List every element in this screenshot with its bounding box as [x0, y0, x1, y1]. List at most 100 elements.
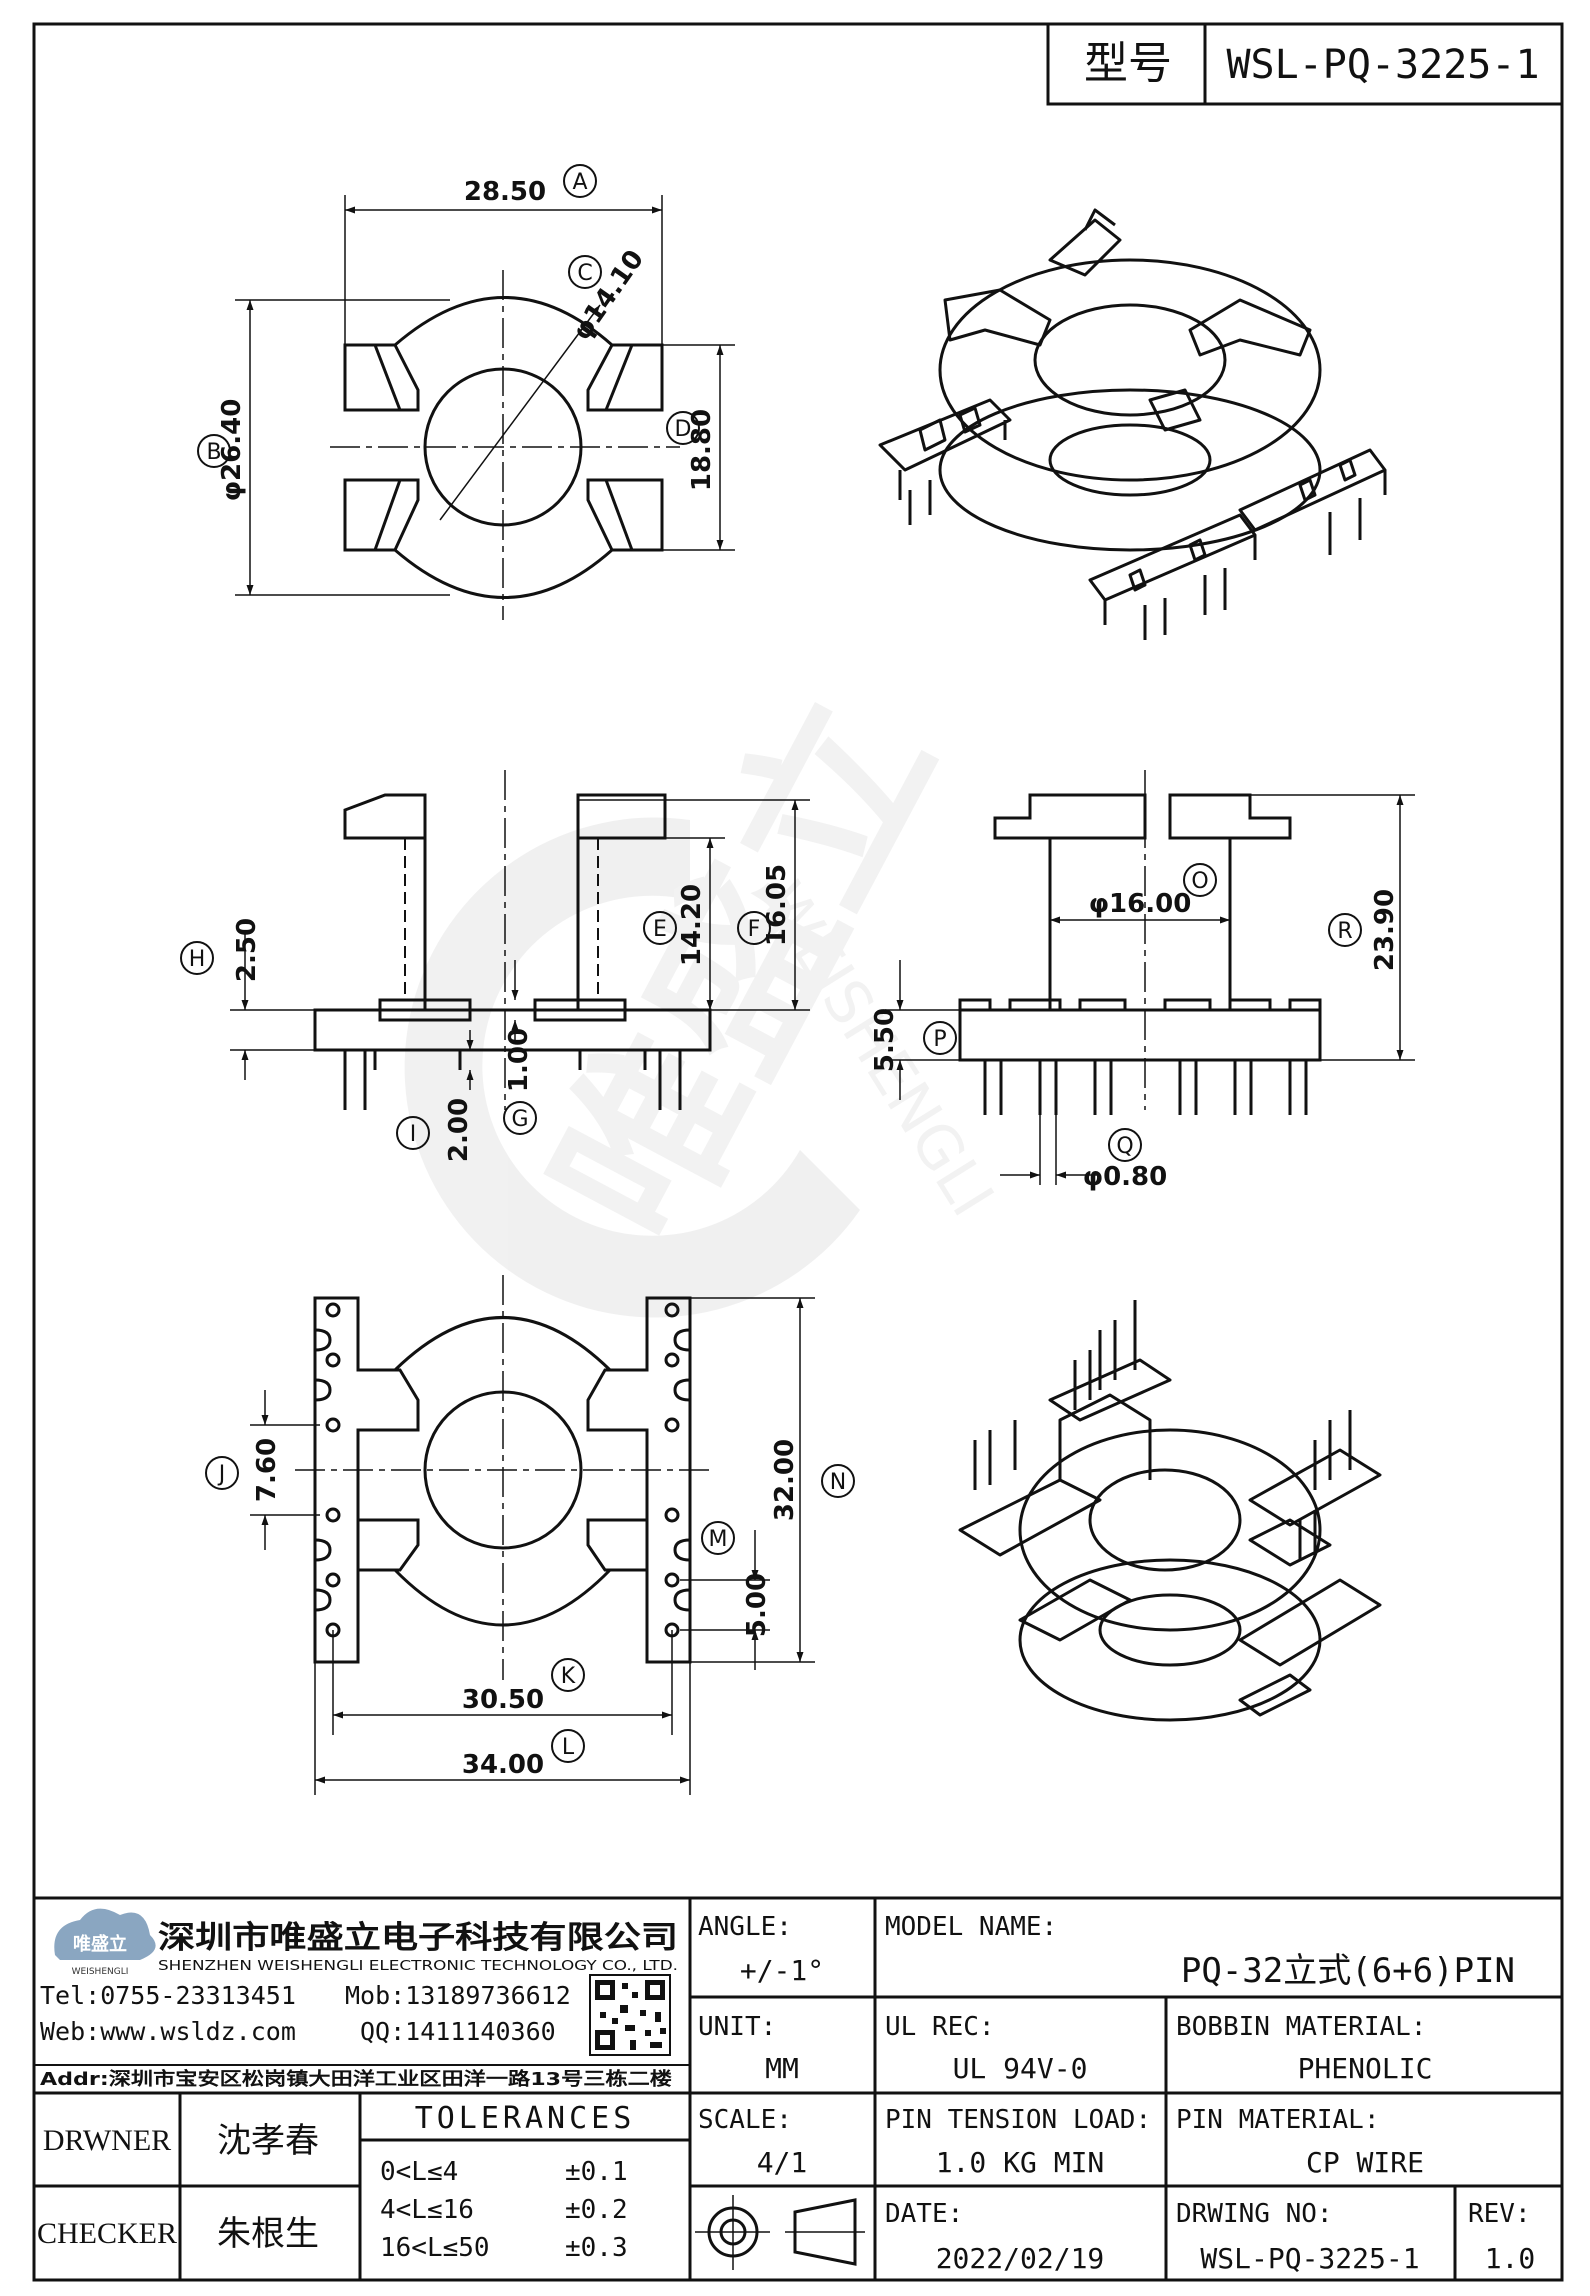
dim-b-value: φ26.40 — [217, 399, 247, 502]
model-value: PQ-32立式(6+6)PIN — [1181, 1951, 1515, 1991]
drawer-label: DRWNER — [43, 2124, 171, 2157]
company-tel: Tel:0755-23313451 — [40, 1981, 296, 2010]
company-name-en: SHENZHEN WEISHENGLI ELECTRONIC TECHNOLOG… — [158, 1959, 678, 1974]
date-value: 2022/02/19 — [936, 2242, 1105, 2275]
tension-value: 1.0 KG MIN — [936, 2146, 1105, 2179]
dim-d-value: 18.80 — [687, 409, 717, 491]
tol-value-3: ±0.3 — [565, 2233, 628, 2263]
svg-text:M: M — [709, 1527, 728, 1552]
tolerances-title: TOLERANCES — [415, 2101, 636, 2136]
ref-o: O — [1183, 863, 1217, 897]
svg-text:J: J — [217, 1462, 226, 1487]
dim-m-value: 5.00 — [742, 1573, 772, 1637]
scale-value: 4/1 — [757, 2146, 808, 2179]
svg-text:K: K — [561, 1664, 576, 1689]
part-number: WSL-PQ-3225-1 — [1226, 42, 1539, 88]
title-block-grid — [34, 1896, 1562, 2280]
dim-k-value: 30.50 — [462, 1685, 544, 1715]
svg-text:I: I — [410, 1122, 417, 1147]
logo-text: 唯盛立 — [73, 1933, 127, 1955]
ref-c: C — [568, 255, 602, 289]
company-logo: 唯盛立 WEISHENGLI — [54, 1908, 156, 1977]
side-view-right — [958, 770, 1322, 1115]
angle-value: +/-1° — [740, 1954, 824, 1987]
ref-e: E — [643, 911, 677, 945]
svg-text:H: H — [189, 947, 206, 972]
dim-f-value: 16.05 — [762, 864, 792, 946]
ref-b: B — [197, 434, 231, 468]
ref-j: J — [205, 1456, 239, 1490]
bottom-plan-dimensions — [250, 1297, 815, 1795]
title-block-text: ANGLE: +/-1° MODEL NAME: PQ-32立式(6+6)PIN… — [37, 1912, 1535, 2275]
svg-text:N: N — [830, 1470, 846, 1495]
svg-text:Q: Q — [1116, 1134, 1133, 1159]
reference-letters: A B C D E F G H I J K L M N O P Q R — [180, 164, 1362, 1763]
dimension-values: 28.50 φ26.40 φ14.10 18.80 14.20 16.05 1.… — [217, 177, 1400, 1780]
projection-symbol-icon — [695, 2195, 865, 2270]
ref-n: N — [821, 1464, 855, 1498]
iso-view-bottom — [958, 1300, 1382, 1722]
dim-h-value: 2.50 — [232, 918, 262, 982]
tol-range-2: 4<L≤16 — [380, 2195, 474, 2225]
header-text: 型号 WSL-PQ-3225-1 — [1084, 38, 1540, 89]
dim-p-value: 5.50 — [870, 1008, 900, 1072]
type-label: 型号 — [1084, 38, 1172, 89]
ref-h: H — [180, 941, 214, 975]
dim-r-value: 23.90 — [1370, 889, 1400, 971]
side-left-dimensions — [230, 799, 810, 1090]
bobbin-value: PHENOLIC — [1298, 2052, 1433, 2085]
ref-d: D — [666, 411, 700, 445]
rev-value: 1.0 — [1485, 2242, 1536, 2275]
dim-i-value: 2.00 — [444, 1098, 474, 1162]
dim-q-value: φ0.80 — [1083, 1162, 1168, 1192]
svg-text:L: L — [562, 1735, 575, 1760]
dim-c-value: φ14.10 — [567, 245, 650, 346]
ul-value: UL 94V-0 — [953, 2052, 1088, 2085]
side-right-dimensions — [885, 794, 1415, 1185]
drawer-name: 沈孝春 — [217, 2121, 319, 2161]
ref-r: R — [1328, 913, 1362, 947]
scale-label: SCALE: — [698, 2105, 792, 2135]
company-qq: QQ:1411140360 — [360, 2017, 556, 2046]
bottom-plan-view — [295, 1275, 710, 1680]
rev-label: REV: — [1468, 2199, 1531, 2229]
company-web: Web:www.wsldz.com — [40, 2017, 296, 2046]
frame — [32, 22, 1564, 2282]
company-name-cn: 深圳市唯盛立电子科技有限公司 — [158, 1920, 678, 1956]
svg-text:C: C — [577, 261, 592, 286]
svg-text:E: E — [653, 917, 667, 942]
dim-a-value: 28.50 — [464, 177, 546, 207]
checker-name: 朱根生 — [217, 2214, 319, 2254]
qr-code — [589, 1974, 671, 2056]
svg-text:R: R — [1337, 919, 1352, 944]
top-plan-dimensions — [235, 195, 735, 596]
ref-m: M — [701, 1521, 735, 1555]
svg-text:F: F — [748, 917, 761, 942]
svg-text:O: O — [1191, 869, 1208, 894]
model-label: MODEL NAME: — [885, 1912, 1057, 1942]
svg-text:G: G — [511, 1107, 528, 1132]
ref-l: L — [551, 1729, 585, 1763]
dim-g-value: 1.00 — [504, 1028, 534, 1092]
svg-text:D: D — [675, 417, 692, 442]
svg-text:A: A — [572, 170, 587, 195]
tol-range-1: 0<L≤4 — [380, 2157, 458, 2187]
top-plan-view — [330, 270, 680, 620]
iso-view-top — [878, 208, 1387, 640]
svg-text:B: B — [206, 440, 221, 465]
ref-g: G — [503, 1101, 537, 1135]
dim-n-value: 32.00 — [770, 1439, 800, 1521]
unit-label: UNIT: — [698, 2012, 776, 2042]
drawing-no-label: DRWING NO: — [1176, 2199, 1333, 2229]
dim-l-value: 34.00 — [462, 1750, 544, 1780]
ul-label: UL REC: — [885, 2012, 995, 2042]
ref-p: P — [923, 1021, 957, 1055]
date-label: DATE: — [885, 2199, 963, 2229]
dim-j-value: 7.60 — [252, 1438, 282, 1502]
drawing-no-value: WSL-PQ-3225-1 — [1200, 2242, 1419, 2275]
pin-material-label: PIN MATERIAL: — [1176, 2105, 1380, 2135]
tol-value-2: ±0.2 — [565, 2195, 628, 2225]
tol-range-3: 16<L≤50 — [380, 2233, 490, 2263]
svg-text:P: P — [933, 1027, 946, 1052]
